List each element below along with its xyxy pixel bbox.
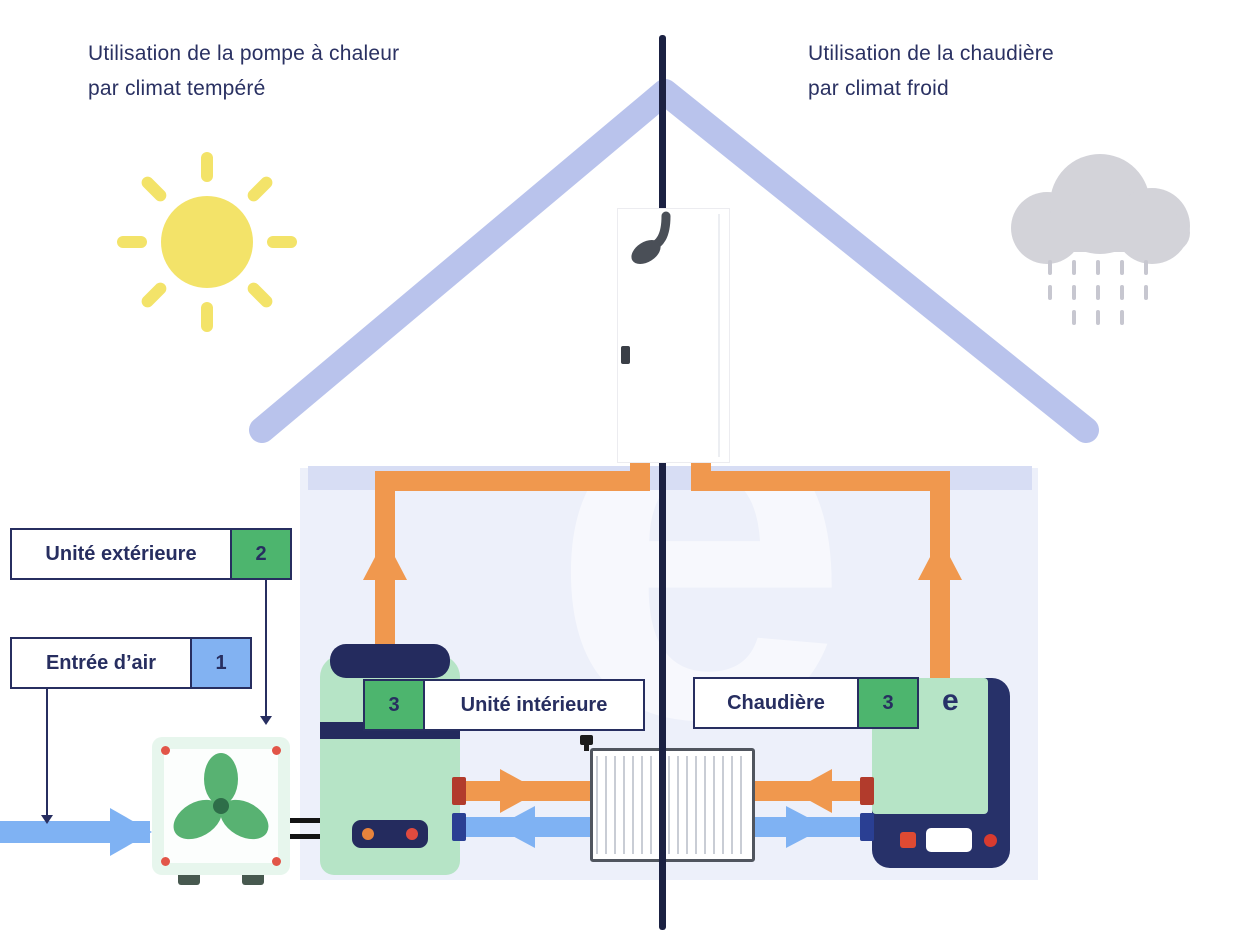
refrigerant-line-bottom	[288, 834, 322, 839]
shower-column	[617, 208, 730, 463]
pipe-hot-left-horizontal	[375, 471, 650, 491]
indicator-orange	[362, 828, 374, 840]
connector-hot-boiler	[860, 777, 874, 805]
fan-foot-left	[178, 872, 200, 885]
radiator-fins	[596, 756, 749, 854]
leader-line-outdoor	[265, 580, 267, 716]
climate-divider-line	[659, 35, 666, 930]
pipe-hot-left-vertical	[375, 471, 395, 661]
title-left: Utilisation de la pompe à chaleur par cl…	[88, 36, 518, 106]
screw-icon	[161, 857, 170, 866]
pipe-return-left	[458, 817, 592, 837]
connector-return-indoor	[452, 813, 466, 841]
callout-outdoor-unit-label: Unité extérieure	[12, 530, 230, 578]
boiler-button-right	[984, 834, 997, 847]
pipe-hot-to-radiator-left	[458, 781, 592, 801]
callout-boiler-number: 3	[857, 679, 917, 727]
outdoor-unit-face	[164, 749, 278, 863]
pipe-hot-right-horizontal	[691, 471, 950, 491]
callout-outdoor-unit: Unité extérieure 2	[10, 528, 292, 580]
callout-air-intake-label: Entrée d’air	[12, 639, 190, 687]
title-left-line2: par climat tempéré	[88, 77, 266, 100]
title-left-line1: Utilisation de la pompe à chaleur	[88, 42, 400, 65]
callout-boiler: Chaudière 3	[693, 677, 919, 729]
indoor-unit-control-panel	[352, 820, 428, 848]
connector-hot-indoor	[452, 777, 466, 805]
title-right-line2: par climat froid	[808, 77, 949, 100]
fan-foot-right	[242, 872, 264, 885]
rain-cloud-icon	[1011, 154, 1190, 325]
boiler-button-left	[900, 832, 916, 848]
title-right-line1: Utilisation de la chaudière	[808, 42, 1054, 65]
sun-icon	[117, 152, 297, 332]
pipe-hot-right-vertical	[930, 471, 950, 687]
indicator-red	[406, 828, 418, 840]
callout-indoor-unit-number: 3	[365, 681, 425, 729]
boiler-display	[926, 828, 972, 852]
refrigerant-line-top	[288, 818, 322, 823]
shower-handle	[621, 346, 630, 364]
screw-icon	[161, 746, 170, 755]
callout-air-intake: Entrée d’air 1	[10, 637, 252, 689]
pipe-hot-to-radiator-right	[753, 781, 872, 801]
boiler-logo: e	[942, 684, 959, 717]
pipe-return-right	[753, 817, 872, 837]
leader-line-air	[46, 689, 48, 817]
title-right: Utilisation de la chaudière par climat f…	[808, 36, 1188, 106]
screw-icon	[272, 746, 281, 755]
radiator-valve-stem	[584, 743, 589, 751]
radiator-valve	[580, 735, 593, 745]
connector-return-boiler	[860, 813, 874, 841]
leader-arrowhead-air	[41, 815, 53, 824]
shower-panel-seam	[718, 214, 720, 457]
indoor-unit-cap	[330, 644, 450, 678]
screw-icon	[272, 857, 281, 866]
leader-arrowhead-outdoor	[260, 716, 272, 725]
callout-indoor-unit: 3 Unité intérieure	[363, 679, 645, 731]
callout-air-intake-number: 1	[190, 639, 250, 687]
callout-boiler-label: Chaudière	[695, 679, 857, 727]
pipe-air-intake	[0, 821, 150, 843]
callout-outdoor-unit-number: 2	[230, 530, 290, 578]
callout-indoor-unit-label: Unité intérieure	[425, 681, 643, 729]
rain-drops	[1048, 260, 1148, 325]
